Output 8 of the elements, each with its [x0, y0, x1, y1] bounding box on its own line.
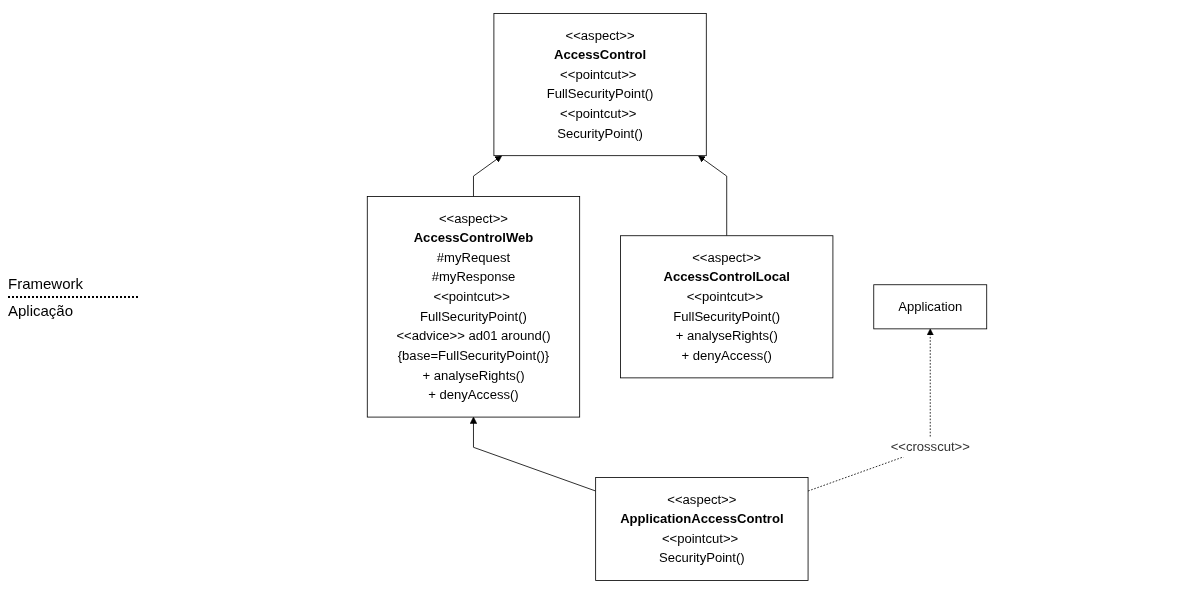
- node-box: <<aspect>> AccessControl <<pointcut>> FullSecurityPoint() <<pointcut>> SecurityPoint(): [493, 13, 707, 157]
- edge-label: <<crosscut>>: [890, 439, 970, 454]
- layer-label: Aplicação: [8, 301, 75, 321]
- node-box: Application: [873, 284, 988, 330]
- node-box: <<aspect>> ApplicationAccessControl <<pointcut>> SecurityPoint(): [595, 477, 809, 581]
- layer-label: Framework: [8, 274, 84, 294]
- node-box: <<aspect>> AccessControlLocal <<pointcut>> FullSecurityPoint() + analyseRights() + denyAccess(): [620, 235, 834, 379]
- node-box: <<aspect>> AccessControlWeb #myRequest #myResponse <<pointcut>> FullSecurityPoint() <<advice>> ad01 around(){base=FullSecurityPoint()} + analyseRights() + denyAccess(): [366, 196, 581, 418]
